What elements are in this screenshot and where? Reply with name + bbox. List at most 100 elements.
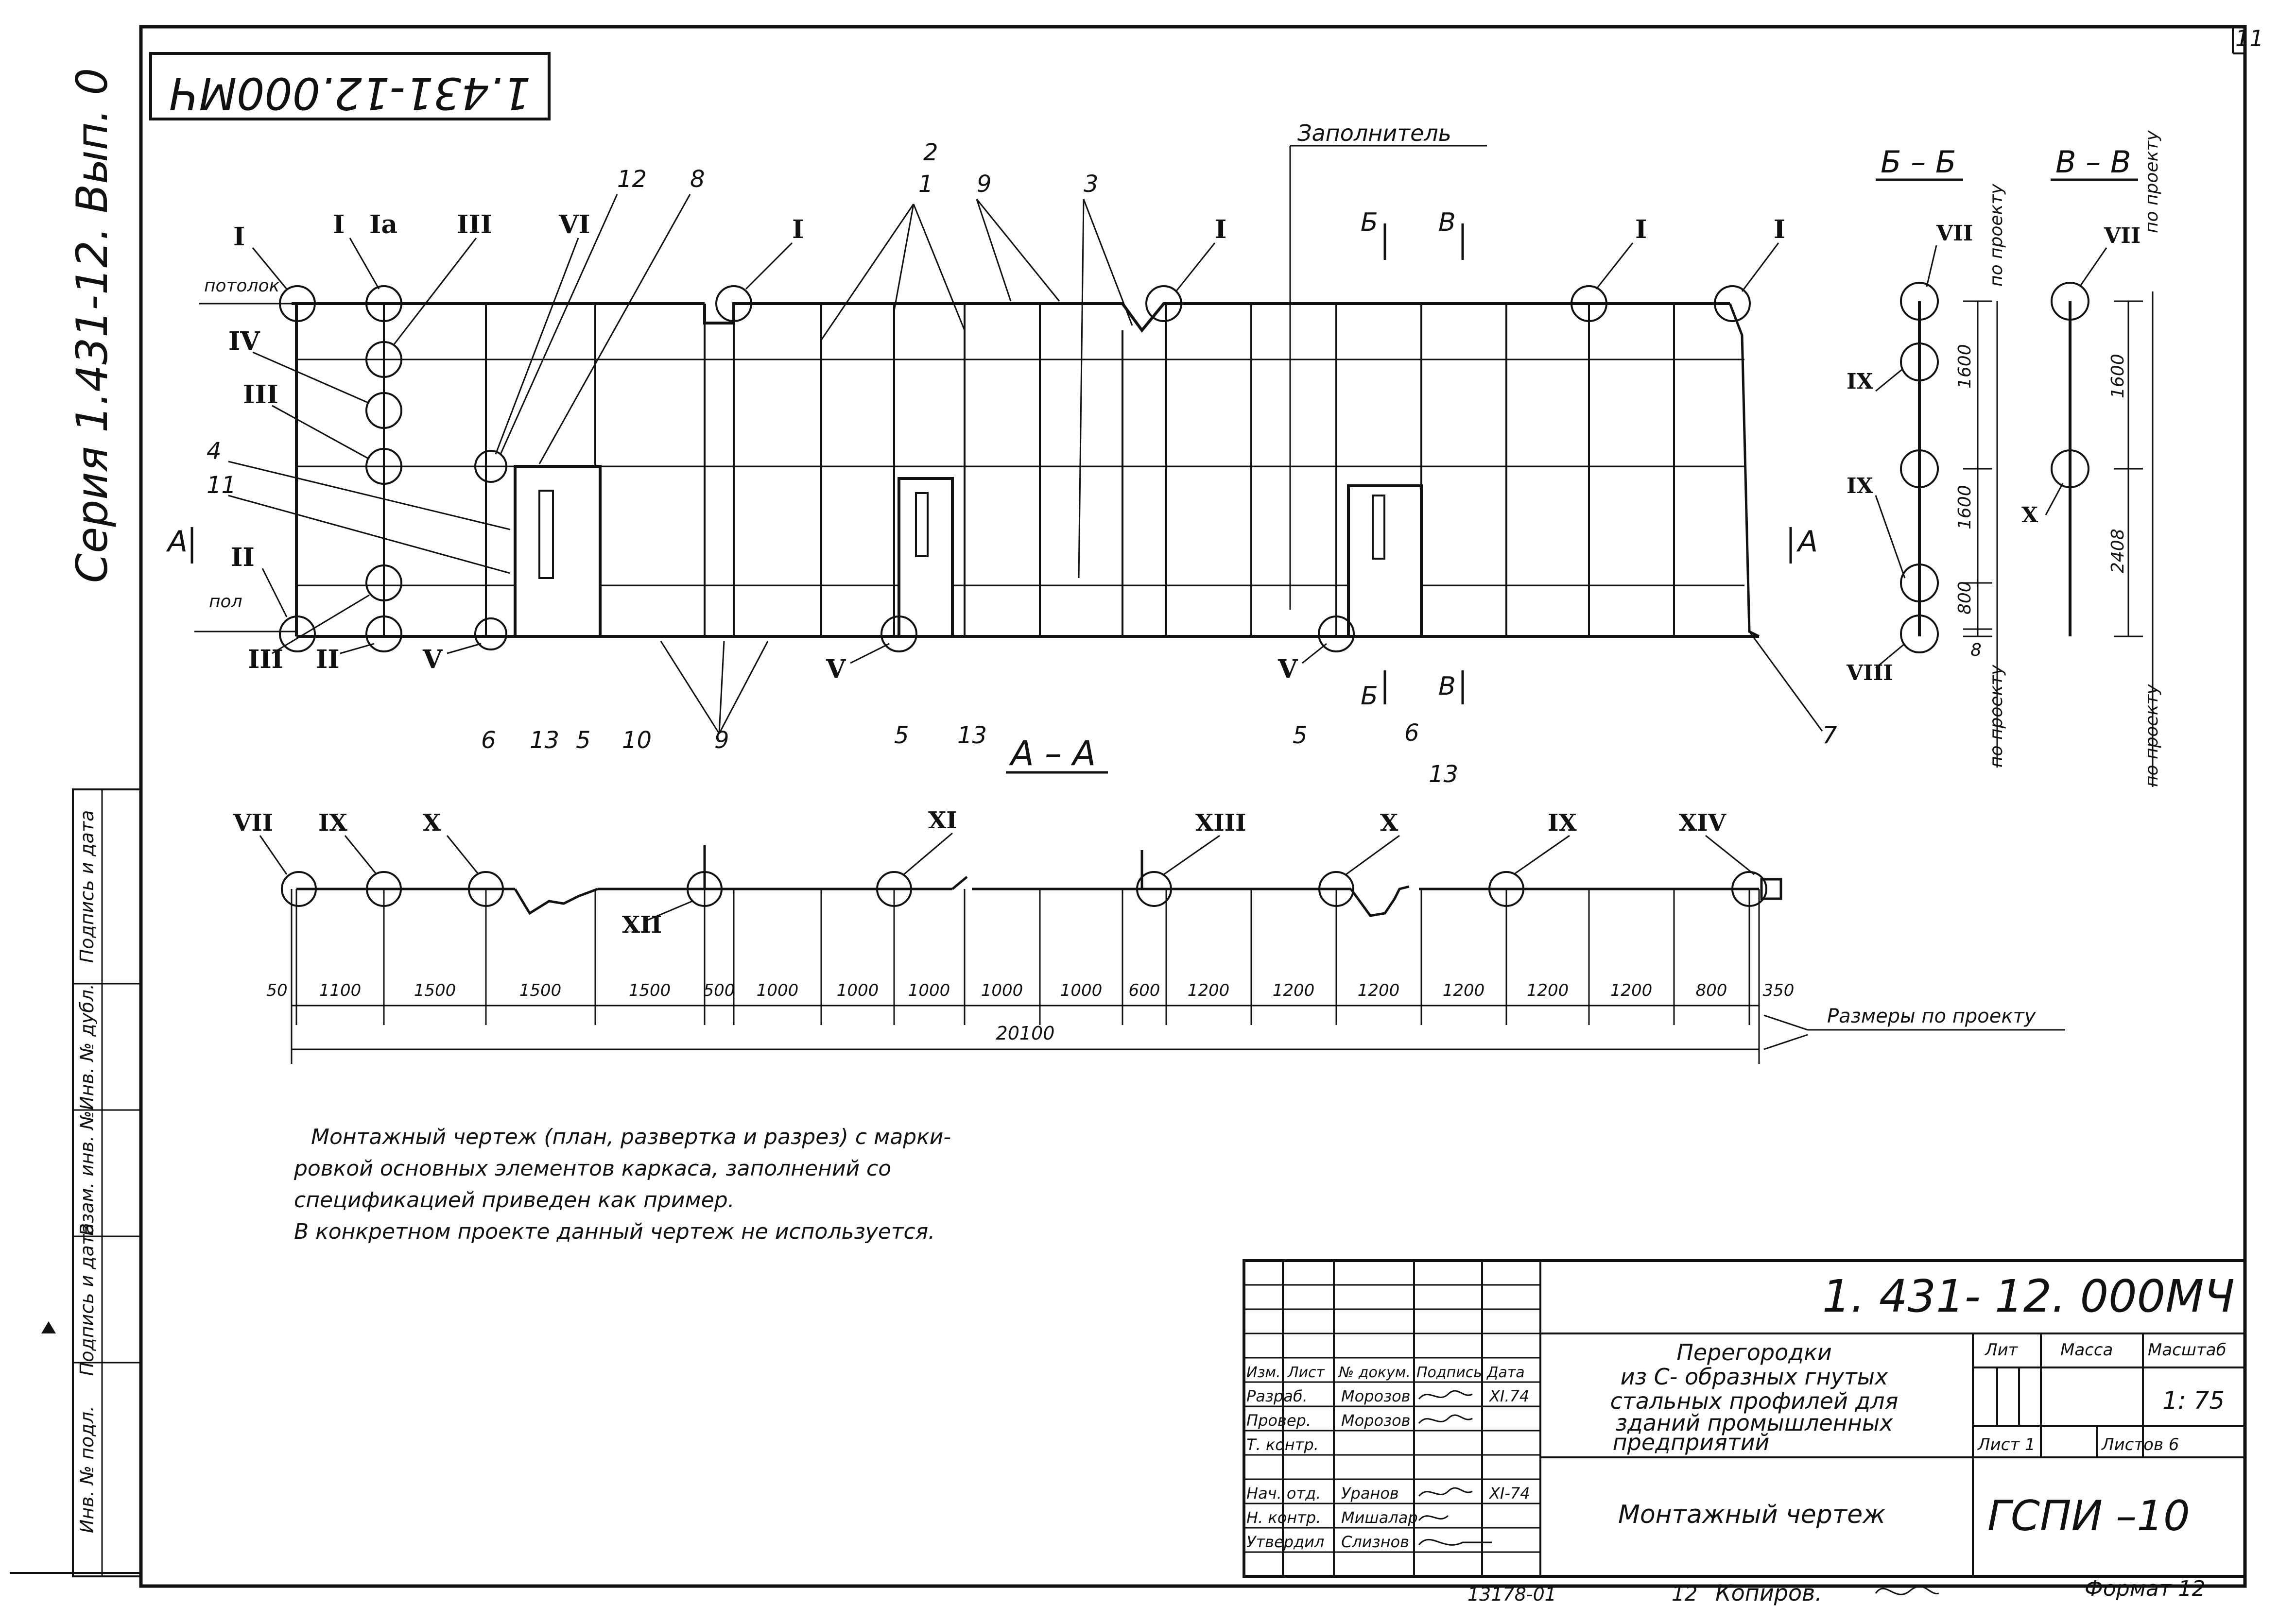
section-mark-v-top: В <box>1438 208 1456 237</box>
tb-title-1: Перегородки <box>1676 1339 1832 1366</box>
plan-dim-14: 1200 <box>1358 981 1400 1000</box>
pos-13-mid: 13 <box>957 722 987 749</box>
note-block: Монтажный чертеж (план, развертка и разр… <box>293 1125 951 1244</box>
bb-dim-1600-top: 1600 <box>1955 344 1975 389</box>
sizes-per-project: Размеры по проекту <box>1827 1005 2037 1027</box>
pos-10: 10 <box>622 727 652 754</box>
stamp-inv-orig: Инв. № подл. <box>76 1406 98 1533</box>
tb-scale-hdr: Масштаб <box>2148 1340 2227 1360</box>
sheet-frame: 11 <box>10 25 2264 1588</box>
plan-dim-10: 1000 <box>1060 981 1103 1000</box>
pos-8: 8 <box>690 166 705 193</box>
stamp-inv-dup: Инв. № дубл. <box>76 984 98 1110</box>
sheet-corner-number: 11 <box>2235 25 2264 51</box>
plan-VII: VII <box>233 809 273 837</box>
tb-title-2: из С- образных гнутых <box>1621 1364 1888 1390</box>
section-mark-a-left: А <box>166 525 188 559</box>
row-name-2: Морозов <box>1341 1411 1411 1430</box>
label-VI: VI <box>558 210 590 239</box>
label-II-bottom: II <box>316 645 340 674</box>
row-role-4: Нач. отд. <box>1246 1484 1321 1503</box>
main-elevation: потолок пол А А Б В Б В Заполнитель I I … <box>166 120 1837 788</box>
bb-dim-1600-mid: 1600 <box>1955 485 1975 530</box>
plan-dim-5: 500 <box>704 981 735 1000</box>
rotated-doc-code: 1.431-12.000МЧ <box>169 68 531 119</box>
bb-IX-1: IX <box>1847 369 1874 394</box>
plan-XIV: XIV <box>1679 809 1726 837</box>
plan-dim-16: 1200 <box>1527 981 1569 1000</box>
label-I-5: I <box>1635 215 1647 244</box>
note-line-2: ровкой основных элементов каркаса, запол… <box>293 1156 891 1181</box>
label-Ia: Iа <box>369 210 397 239</box>
label-I-2: I <box>333 210 345 239</box>
section-mark-b-bottom: Б <box>1361 682 1378 711</box>
plan-IX-1: IX <box>318 809 347 837</box>
hdr-list: Лист <box>1287 1364 1326 1381</box>
vv-VII: VII <box>2104 223 2141 248</box>
vv-per-project-top: по проекту <box>2142 130 2162 233</box>
plan-dim-11: 600 <box>1129 981 1160 1000</box>
tb-title-5: предприятий <box>1613 1429 1770 1455</box>
stamp-marker-icon <box>41 1321 56 1333</box>
stamp-replace-inv: Взам. инв. № <box>76 1111 98 1236</box>
plan-dim-1: 1100 <box>319 981 362 1000</box>
plan-XI: XI <box>928 807 957 834</box>
door-3 <box>1347 484 1423 638</box>
label-V-3: V <box>1277 654 1298 684</box>
plan-XII: XII <box>622 911 662 939</box>
plan-dim-7: 1000 <box>837 981 879 1000</box>
bb-dim-800: 800 <box>1955 581 1975 615</box>
pos-5-mid: 5 <box>894 722 909 749</box>
title-block: Изм. Лист № докум. Подпись Дата Разраб. … <box>1243 1259 2246 1578</box>
row-role-3: Т. контр. <box>1246 1435 1319 1454</box>
footer-inv: 13178-01 <box>1467 1584 1556 1605</box>
footer-copy-num: 12 <box>1672 1582 1697 1606</box>
note-line-3: спецификацией приведен как пример. <box>294 1188 735 1213</box>
hdr-sign: Подпись <box>1416 1364 1482 1381</box>
tb-designation: 1. 431- 12. 000МЧ <box>1822 1270 2235 1322</box>
side-stamp: Инв. № подл. Подпись и дата Взам. инв. №… <box>41 788 142 1577</box>
label-III-top: III <box>457 210 492 239</box>
pos-6-right: 6 <box>1404 719 1419 747</box>
pos-12: 12 <box>617 166 647 193</box>
label-V-2: V <box>826 654 846 684</box>
tb-scale: 1: 75 <box>2162 1386 2225 1415</box>
plan-total-dim: 20100 <box>996 1023 1055 1044</box>
row-date-1: XI.74 <box>1488 1387 1529 1405</box>
plan-dim-17: 1200 <box>1610 981 1653 1000</box>
plan-IX-2: IX <box>1548 809 1577 837</box>
bb-dim-8: 8 <box>1970 640 1982 660</box>
row-role-5: Н. контр. <box>1246 1508 1321 1527</box>
row-name-4: Уранов <box>1341 1484 1399 1503</box>
label-II-left: II <box>231 543 255 572</box>
section-mark-b-top: Б <box>1361 208 1378 237</box>
stamp-sign-date-2: Подпись и дата <box>76 810 98 963</box>
pos-3: 3 <box>1084 171 1099 198</box>
label-I-3: I <box>792 215 804 244</box>
door-2 <box>898 477 954 638</box>
note-line-4: В конкретном проекте данный чертеж не ис… <box>294 1219 935 1244</box>
row-name-6: Слизнов <box>1341 1533 1409 1551</box>
pos-13-right: 13 <box>1429 761 1458 788</box>
plan-dim-4: 1500 <box>629 981 671 1000</box>
label-I-1: I <box>233 222 245 252</box>
series-label: Серия 1.431-12. Вып. 0 <box>67 68 117 583</box>
hdr-izm: Изм. <box>1246 1364 1281 1381</box>
label-I-4: I <box>1215 215 1226 244</box>
ceiling-label: потолок <box>204 276 280 296</box>
tb-stage-hdr: Лит <box>1984 1340 2019 1360</box>
label-V-1: V <box>422 645 443 674</box>
tb-sheet: Лист 1 <box>1977 1435 2036 1454</box>
row-role-6: Утвердил <box>1246 1533 1324 1551</box>
vv-dim-1600: 1600 <box>2108 354 2128 398</box>
row-role-1: Разраб. <box>1246 1387 1308 1405</box>
pos-9-bottom: 9 <box>714 727 729 754</box>
section-mark-v-bottom: В <box>1438 672 1456 701</box>
footer-format: Формат 12 <box>2085 1576 2206 1601</box>
plan-dim-18: 800 <box>1696 981 1727 1000</box>
plan-dim-3: 1500 <box>519 981 562 1000</box>
plan-dim-0: 50 <box>266 981 287 1000</box>
tb-title-3: стальных профилей для <box>1610 1388 1899 1414</box>
door-1 <box>514 465 602 638</box>
plan-dim-8: 1000 <box>908 981 950 1000</box>
